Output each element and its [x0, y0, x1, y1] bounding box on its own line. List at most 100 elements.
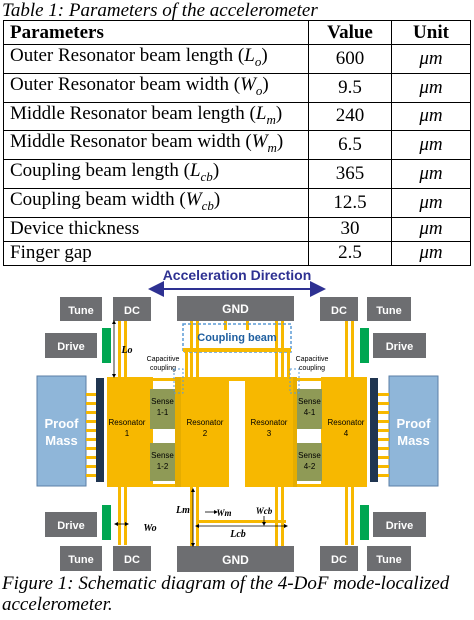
- gap-finger: [175, 377, 181, 487]
- comb-finger: [377, 456, 389, 459]
- unit-cell: μm: [391, 216, 471, 242]
- capacitive-box: [289, 368, 300, 394]
- drive-label: Drive: [57, 341, 85, 353]
- param-symbol: L: [189, 160, 201, 182]
- comb-finger: [86, 465, 98, 468]
- tune-bottom-right-pad: [367, 546, 411, 571]
- param-subscript: cb: [201, 197, 214, 213]
- dc-bottom-left-pad: [113, 546, 151, 571]
- param-cell: Outer Resonator beam length (Lo): [3, 44, 309, 74]
- sense-number: 4-2: [304, 462, 316, 471]
- drive-top-left-pad: [45, 333, 97, 358]
- param-label: Outer Resonator beam width (: [10, 73, 241, 95]
- value-cell: 30: [308, 216, 392, 242]
- outer-beam: [345, 321, 348, 377]
- proof-mass-label: Mass: [45, 433, 78, 448]
- comb-finger: [377, 429, 389, 432]
- param-cell: Coupling beam width (Wcb): [3, 187, 309, 218]
- comb-finger: [377, 474, 389, 477]
- sense-finger: [297, 378, 322, 381]
- param-cell: Outer Resonator beam width (Wo): [3, 72, 309, 103]
- outer-beam: [124, 487, 127, 545]
- sense-label: Sense: [151, 451, 174, 460]
- center-bridge: [229, 377, 245, 381]
- unit-cell: μm: [391, 159, 471, 189]
- resonator-4: [326, 377, 367, 487]
- sense-number: 1-1: [157, 408, 169, 417]
- resonator-number: 1: [125, 429, 130, 438]
- sense-number: 4-1: [304, 408, 316, 417]
- param-symbol: W: [240, 73, 256, 95]
- gnd-top-pad: [177, 296, 294, 321]
- resonator-label: Resonator: [328, 418, 365, 427]
- param-close: ): [276, 131, 284, 153]
- comb-finger: [86, 420, 98, 423]
- comb-finger: [86, 402, 98, 405]
- unit-cell: μm: [391, 187, 471, 218]
- sense-finger: [150, 484, 175, 487]
- middle-beam: [281, 487, 284, 546]
- comb-finger: [86, 474, 98, 477]
- sense-finger: [297, 484, 322, 487]
- middle-beam: [190, 487, 193, 546]
- param-cell: Middle Resonator beam width (Wm): [3, 130, 309, 161]
- value-cell: 12.5: [308, 187, 392, 218]
- capacitive-box: [173, 368, 184, 394]
- resonator-label: Resonator: [109, 418, 146, 427]
- param-close: ): [275, 102, 283, 124]
- resonator-1-frame: [148, 377, 153, 487]
- param-label: Outer Resonator beam length (: [10, 45, 245, 66]
- param-cell: Middle Resonator beam length (Lm): [3, 101, 309, 132]
- figure-caption-line2: accelerometer.: [2, 594, 113, 615]
- resonator-4-frame: [321, 377, 326, 487]
- value-cell: 365: [308, 159, 392, 189]
- param-symbol: W: [251, 131, 268, 153]
- unit-cell: μm: [391, 44, 471, 74]
- value-cell: 9.5: [308, 72, 392, 103]
- tune-label: Tune: [68, 305, 93, 317]
- sense-4-2: [297, 443, 322, 481]
- proof-mass-right: [389, 376, 438, 486]
- proof-mass-left: [37, 376, 86, 486]
- middle-beam: [246, 321, 249, 330]
- figure-caption-line1: Figure 1: Schematic diagram of the 4-DoF…: [2, 573, 450, 594]
- dim-lo-label: Lo: [120, 345, 132, 356]
- capacitive-label: Capacitive: [147, 356, 180, 363]
- drive-label: Drive: [386, 341, 414, 353]
- dim-wm-label: Wm: [216, 508, 231, 518]
- resonator-number: 2: [203, 429, 208, 438]
- gap-finger: [293, 377, 297, 487]
- header-parameters: Parameters: [3, 20, 309, 45]
- gnd-bottom-pad: [177, 546, 294, 572]
- param-symbol: L: [244, 45, 255, 66]
- drive-electrode: [360, 328, 369, 363]
- dc-label: DC: [331, 554, 347, 566]
- gnd-bottom-label: GND: [222, 553, 249, 567]
- tune-label: Tune: [68, 554, 93, 566]
- drive-electrode: [102, 505, 111, 540]
- capacitive-label: coupling: [299, 365, 325, 372]
- value-cell: 240: [308, 101, 392, 132]
- dc-top-right-pad: [320, 297, 358, 321]
- drive-top-right-pad: [373, 333, 426, 358]
- dim-lcb-label: Lcb: [229, 529, 246, 540]
- param-symbol: W: [185, 188, 202, 210]
- param-close: ): [262, 73, 269, 95]
- param-label: Finger gap: [10, 242, 92, 264]
- dim-lm-label: Lm: [175, 505, 190, 516]
- middle-beam: [275, 487, 278, 546]
- table-header-row: Parameters Value Unit: [3, 20, 471, 45]
- param-label: Coupling beam length (: [10, 160, 190, 182]
- param-label: Middle Resonator beam width (: [10, 131, 252, 153]
- param-label: Device thickness: [10, 218, 140, 240]
- sense-1-2: [150, 443, 175, 481]
- coupling-beam-label: Coupling beam: [197, 332, 277, 344]
- header-unit: Unit: [391, 20, 471, 45]
- drive-electrode: [360, 505, 369, 540]
- table-caption: Table 1: Parameters of the accelerometer: [2, 0, 318, 21]
- param-close: ): [212, 160, 220, 182]
- dc-bottom-right-pad: [320, 546, 358, 571]
